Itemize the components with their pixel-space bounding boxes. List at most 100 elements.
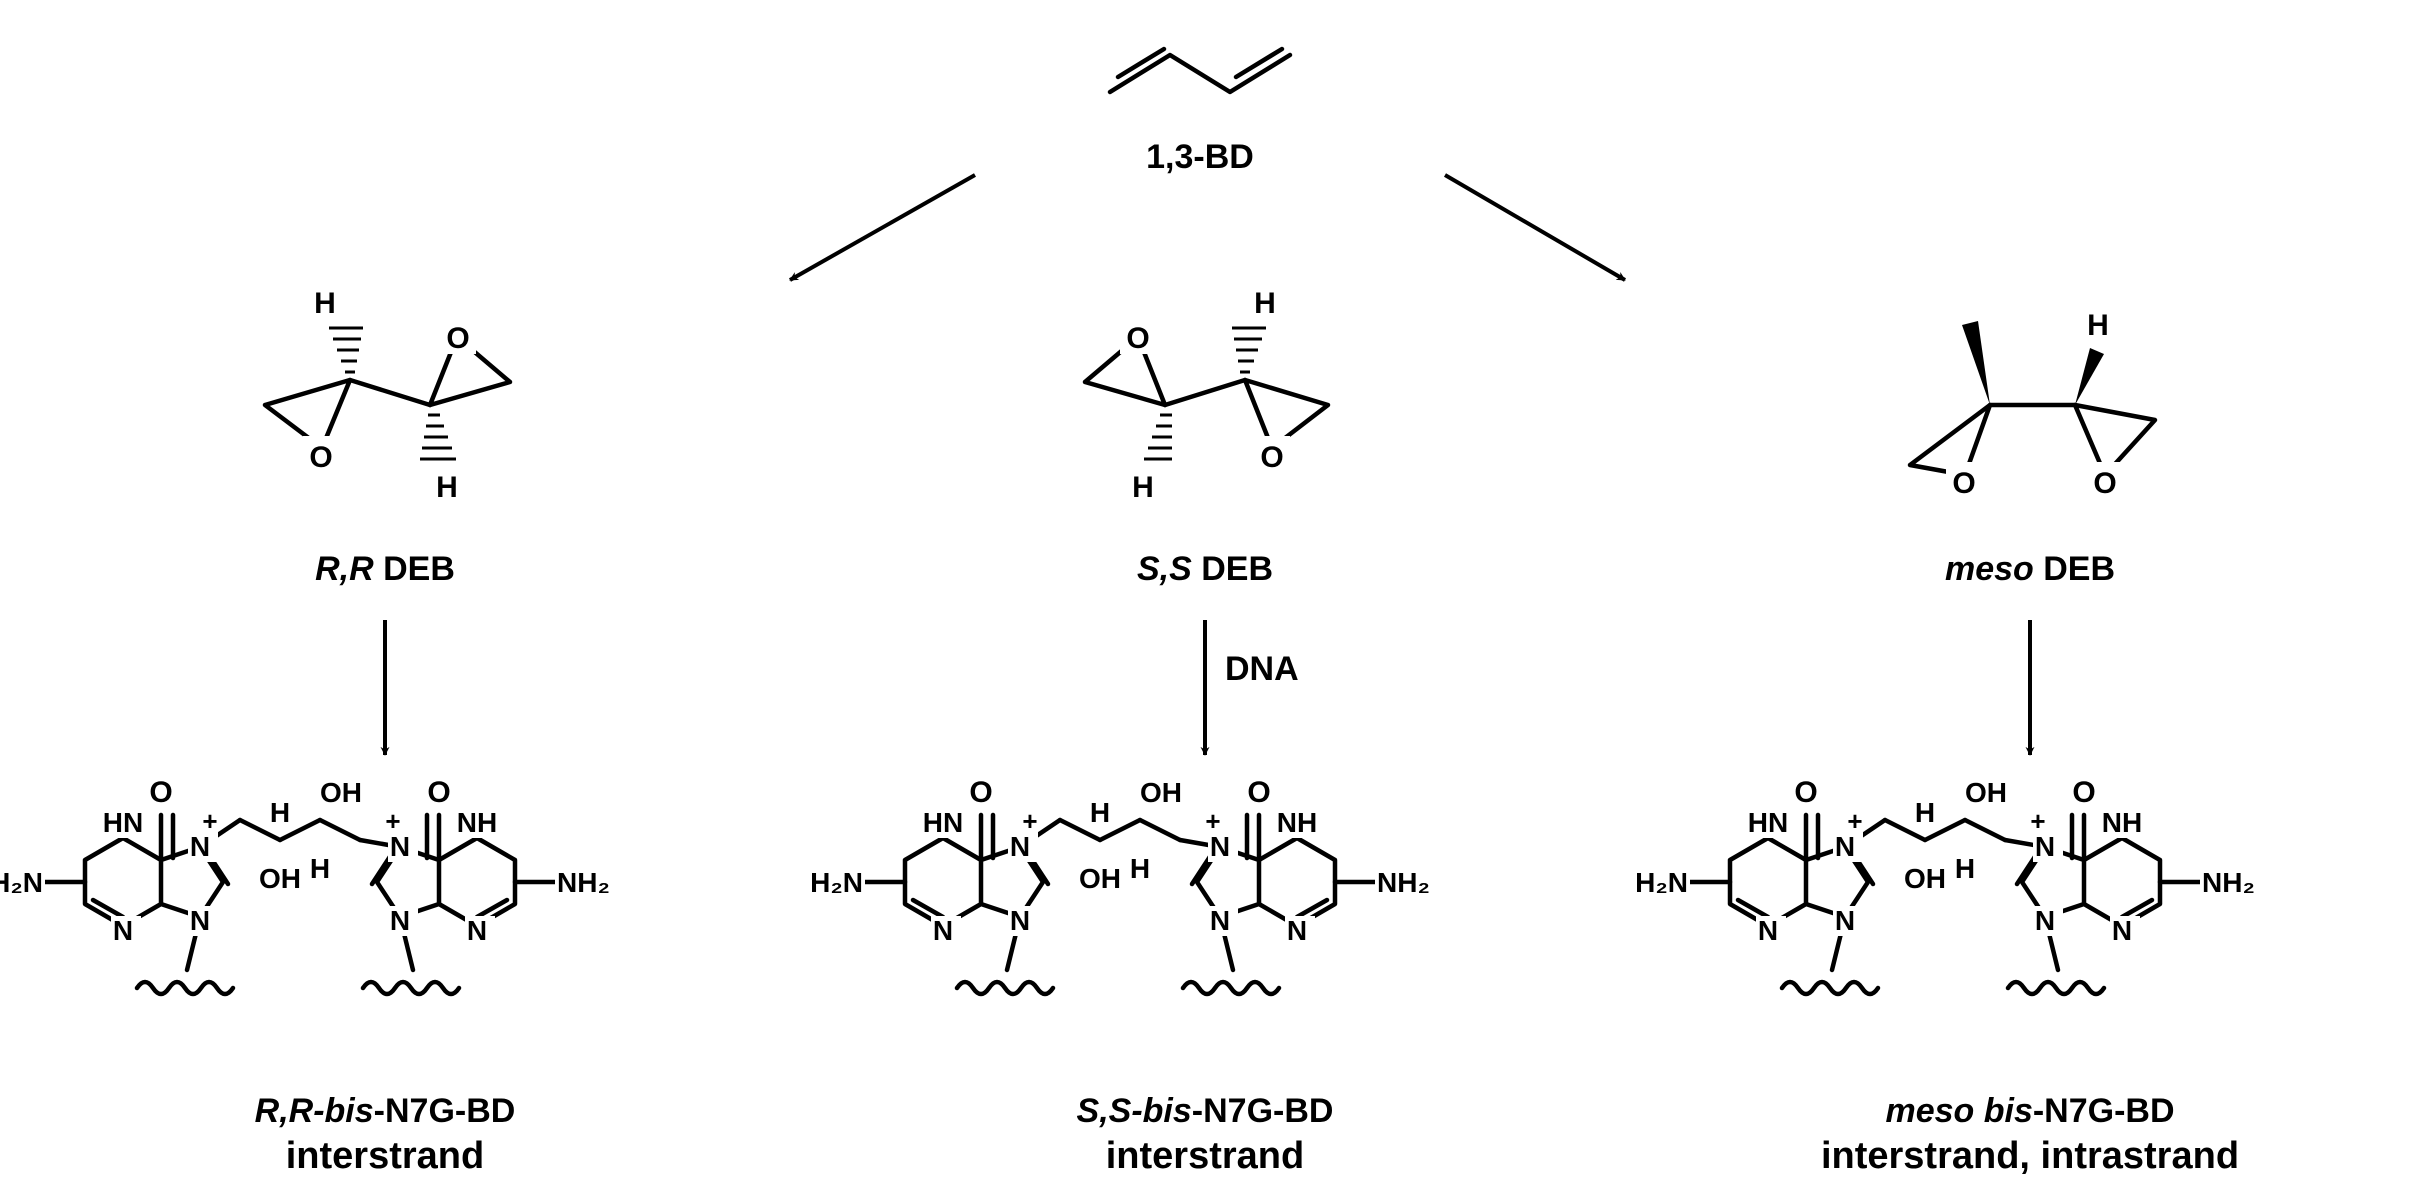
butadiene-label: 1,3-BD (1146, 138, 1254, 176)
ss-left-epoxide (1082, 334, 1168, 408)
adduct-0-atom-11: N (390, 831, 410, 862)
ss-oxygen-left: O (1126, 322, 1149, 355)
rr-adduct-structure (40, 812, 560, 997)
adduct-1-atom-16: N (1287, 915, 1307, 946)
adduct-2-atom-12: + (2030, 806, 2045, 836)
adduct-2-atom-2: H₂N (1635, 867, 1688, 898)
rr-hash-up (329, 326, 363, 374)
meso-crosslink-type: interstrand, intrastrand (1821, 1135, 2239, 1177)
adduct-2-atom-7: H (1915, 797, 1935, 828)
ss-adduct-label: S,S-bis-N7G-BD (1077, 1092, 1334, 1130)
adduct-2-atom-16: N (2112, 915, 2132, 946)
adduct-1-atom-2: H₂N (810, 867, 863, 898)
adduct-0-atom-16: N (467, 915, 487, 946)
ss-deb-label: S,S DEB (1137, 550, 1273, 588)
rr-oxygen-left: O (309, 441, 332, 474)
double-bond-right (1233, 46, 1285, 80)
rr-oxygen-right: O (446, 322, 469, 355)
adduct-1-atom-11: N (1210, 831, 1230, 862)
adduct-0-atom-13: N (390, 905, 410, 936)
ss-hydrogen-top: H (1254, 287, 1276, 320)
adduct-0-atom-4: N (190, 905, 210, 936)
adduct-1-atom-15: O (1247, 776, 1270, 809)
adduct-1-atom-9: OH (1079, 863, 1121, 894)
meso-right-epoxide (2072, 402, 2158, 478)
rr-left-epoxide (262, 377, 353, 451)
ss-crosslink-type: interstrand (1106, 1135, 1304, 1177)
meso-wedge-methyl (1962, 321, 1990, 405)
meso-deb-structure (1907, 321, 2158, 478)
adduct-0-atom-12: + (385, 806, 400, 836)
adduct-1-atom-10: H (1130, 853, 1150, 884)
ss-hydrogen-bottom: H (1132, 471, 1154, 504)
adduct-0-atom-0: HN (103, 807, 143, 838)
ss-right-epoxide (1242, 377, 1331, 451)
adduct-1-atom-7: H (1090, 797, 1110, 828)
adduct-1-atom-0: HN (923, 807, 963, 838)
adduct-2-atom-17: NH₂ (2202, 867, 2255, 898)
rr-adduct-label: R,R-bis-N7G-BD (255, 1092, 516, 1130)
adduct-1-atom-14: NH (1277, 807, 1317, 838)
double-bond-left (1115, 46, 1167, 80)
rr-crosslink-type: interstrand (286, 1135, 484, 1177)
dna-reagent-label: DNA (1225, 650, 1299, 688)
adduct-2-atom-3: N (1758, 915, 1778, 946)
adduct-2-atom-14: NH (2102, 807, 2142, 838)
adduct-1-atom-13: N (1210, 905, 1230, 936)
adduct-2-atom-0: HN (1748, 807, 1788, 838)
ss-adduct-structure (860, 812, 1380, 997)
meso-wedge-h (2075, 348, 2104, 405)
rr-deb-label: R,R DEB (315, 550, 455, 588)
adduct-2-atom-6: + (1847, 806, 1862, 836)
adduct-0-atom-9: OH (259, 863, 301, 894)
ss-hash-up (1232, 326, 1266, 374)
adduct-2-atom-4: N (1835, 905, 1855, 936)
adduct-1-atom-6: + (1022, 806, 1037, 836)
meso-deb-label: meso DEB (1945, 550, 2115, 588)
adduct-1-atom-3: N (933, 915, 953, 946)
meso-oxygen-left: O (1952, 467, 1975, 500)
arrow-to-meso-deb (1443, 173, 1627, 282)
meso-adduct-label: meso bis-N7G-BD (1885, 1092, 2174, 1130)
adduct-1-atom-17: NH₂ (1377, 867, 1430, 898)
adduct-2-atom-1: O (1794, 776, 1817, 809)
adduct-0-atom-14: NH (457, 807, 497, 838)
adduct-0-atom-3: N (113, 915, 133, 946)
adduct-2-atom-15: O (2072, 776, 2095, 809)
adduct-0-atom-7: H (270, 797, 290, 828)
butadiene-backbone (1107, 52, 1293, 95)
adduct-2-atom-13: N (2035, 905, 2055, 936)
adduct-0-atom-2: H₂N (0, 867, 43, 898)
ss-deb-structure (1082, 326, 1331, 461)
adduct-0-atom-8: OH (320, 777, 362, 808)
adduct-2-atom-5: N (1835, 831, 1855, 862)
rr-right-epoxide (427, 334, 513, 408)
adduct-2-atom-9: OH (1904, 863, 1946, 894)
rr-hydrogen-top: H (314, 287, 336, 320)
adduct-2-atom-11: N (2035, 831, 2055, 862)
meso-adduct-structure (1685, 812, 2205, 997)
adduct-1-atom-12: + (1205, 806, 1220, 836)
ss-oxygen-right: O (1260, 441, 1283, 474)
adduct-0-atom-15: O (427, 776, 450, 809)
adduct-0-atom-10: H (310, 853, 330, 884)
meso-hydrogen-top: H (2087, 309, 2109, 342)
meso-oxygen-right: O (2093, 467, 2116, 500)
adduct-0-atom-1: O (149, 776, 172, 809)
adduct-0-atom-17: NH₂ (557, 867, 610, 898)
rr-deb-structure (262, 326, 513, 461)
adduct-1-atom-1: O (969, 776, 992, 809)
adduct-1-atom-5: N (1010, 831, 1030, 862)
rr-hydrogen-bottom: H (436, 471, 458, 504)
adduct-0-atom-6: + (202, 806, 217, 836)
rr-hash-down (420, 413, 456, 461)
adduct-2-atom-8: OH (1965, 777, 2007, 808)
adduct-2-atom-10: H (1955, 853, 1975, 884)
meso-left-epoxide (1907, 402, 1993, 478)
adduct-1-atom-8: OH (1140, 777, 1182, 808)
adduct-1-atom-4: N (1010, 905, 1030, 936)
ss-hash-down (1144, 413, 1172, 461)
butadiene-structure (1107, 46, 1293, 95)
